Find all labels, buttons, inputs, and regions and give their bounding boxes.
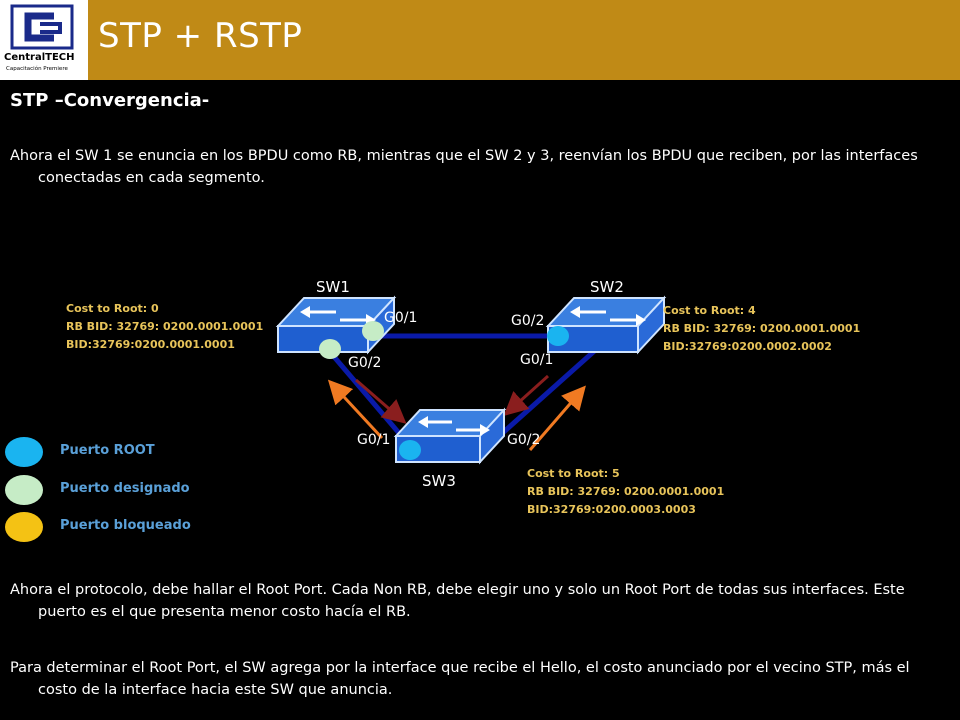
sw2-info: Cost to Root: 4 RB BID: 32769: 0200.0001…	[663, 302, 860, 356]
designated-port-dot	[319, 339, 341, 359]
sw3-label: SW3	[422, 472, 456, 490]
sw2-label: SW2	[590, 278, 624, 296]
port-label-sw1-g0-1: G0/1	[384, 310, 418, 326]
port-label-sw2-g0-2: G0/2	[511, 313, 545, 329]
logo-name: CentralTECH	[4, 52, 75, 63]
logo-tagline: Capacitación Premiere	[6, 66, 68, 72]
intro-paragraph: Ahora el SW 1 se enuncia en los BPDU com…	[10, 148, 918, 186]
sw2-cost-to-root: Cost to Root: 4	[663, 304, 756, 317]
legend-blocked-label: Puerto bloqueado	[60, 518, 191, 533]
sw2-bid: BID:32769:0200.0002.0002	[663, 340, 832, 353]
legend-designated: Puerto designado	[5, 475, 265, 511]
designated-port-dot	[362, 321, 384, 341]
sw1-info: Cost to Root: 0 RB BID: 32769: 0200.0001…	[66, 300, 263, 354]
sw1-cost-to-root: Cost to Root: 0	[66, 302, 159, 315]
sw3-rb-bid: RB BID: 32769: 0200.0001.0001	[527, 485, 725, 498]
centraltech-logo: CentralTECH Capacitación Premiere	[0, 0, 88, 80]
slide-title: STP + RSTP	[98, 16, 303, 56]
sw3-bid: BID:32769:0200.0003.0003	[527, 503, 696, 516]
link-sw2-sw3	[486, 344, 602, 448]
legend-root: Puerto ROOT	[5, 437, 265, 473]
bpdu-arrow-sw1-sw3	[355, 378, 407, 424]
legend-designated-label: Puerto designado	[60, 481, 190, 496]
port-label-sw3-g0-2: G0/2	[507, 432, 541, 448]
legend-root-label: Puerto ROOT	[60, 443, 155, 458]
sw2-rb-bid: RB BID: 32769: 0200.0001.0001	[663, 322, 861, 335]
title-bar: CentralTECH Capacitación Premiere STP + …	[0, 0, 960, 80]
port-label-sw1-g0-2: G0/2	[348, 355, 382, 371]
section-subtitle: STP –Convergencia-	[10, 90, 210, 111]
sw1-rb-bid: RB BID: 32769: 0200.0001.0001	[66, 320, 264, 333]
bpdu-arrow-sw2-sw3	[503, 374, 550, 417]
link-sw1-sw3	[328, 350, 412, 448]
logo-mark-icon	[10, 4, 74, 50]
root-port-cost-paragraph: Para determinar el Root Port, el SW agre…	[10, 660, 910, 698]
sw1-label: SW1	[316, 278, 350, 296]
root-port-dot	[399, 440, 421, 460]
sw3-cost-to-root: Cost to Root: 5	[527, 467, 620, 480]
root-port-paragraph: Ahora el protocolo, debe hallar el Root …	[10, 582, 905, 620]
legend-blocked: Puerto bloqueado	[5, 512, 265, 548]
bpdu-arrow-sw3-sw1	[327, 379, 384, 440]
port-label-sw2-g0-1: G0/1	[520, 352, 554, 368]
sw3-info: Cost to Root: 5 RB BID: 32769: 0200.0001…	[527, 465, 724, 519]
designated-port-swatch	[5, 475, 43, 505]
root-port-dot	[547, 326, 569, 346]
switch-icon	[545, 295, 667, 355]
bpdu-arrow-sw3-sw2	[528, 385, 586, 451]
blocked-port-swatch	[5, 512, 43, 542]
sw1-bid: BID:32769:0200.0001.0001	[66, 338, 235, 351]
port-label-sw3-g0-1: G0/1	[357, 432, 391, 448]
root-port-swatch	[5, 437, 43, 467]
